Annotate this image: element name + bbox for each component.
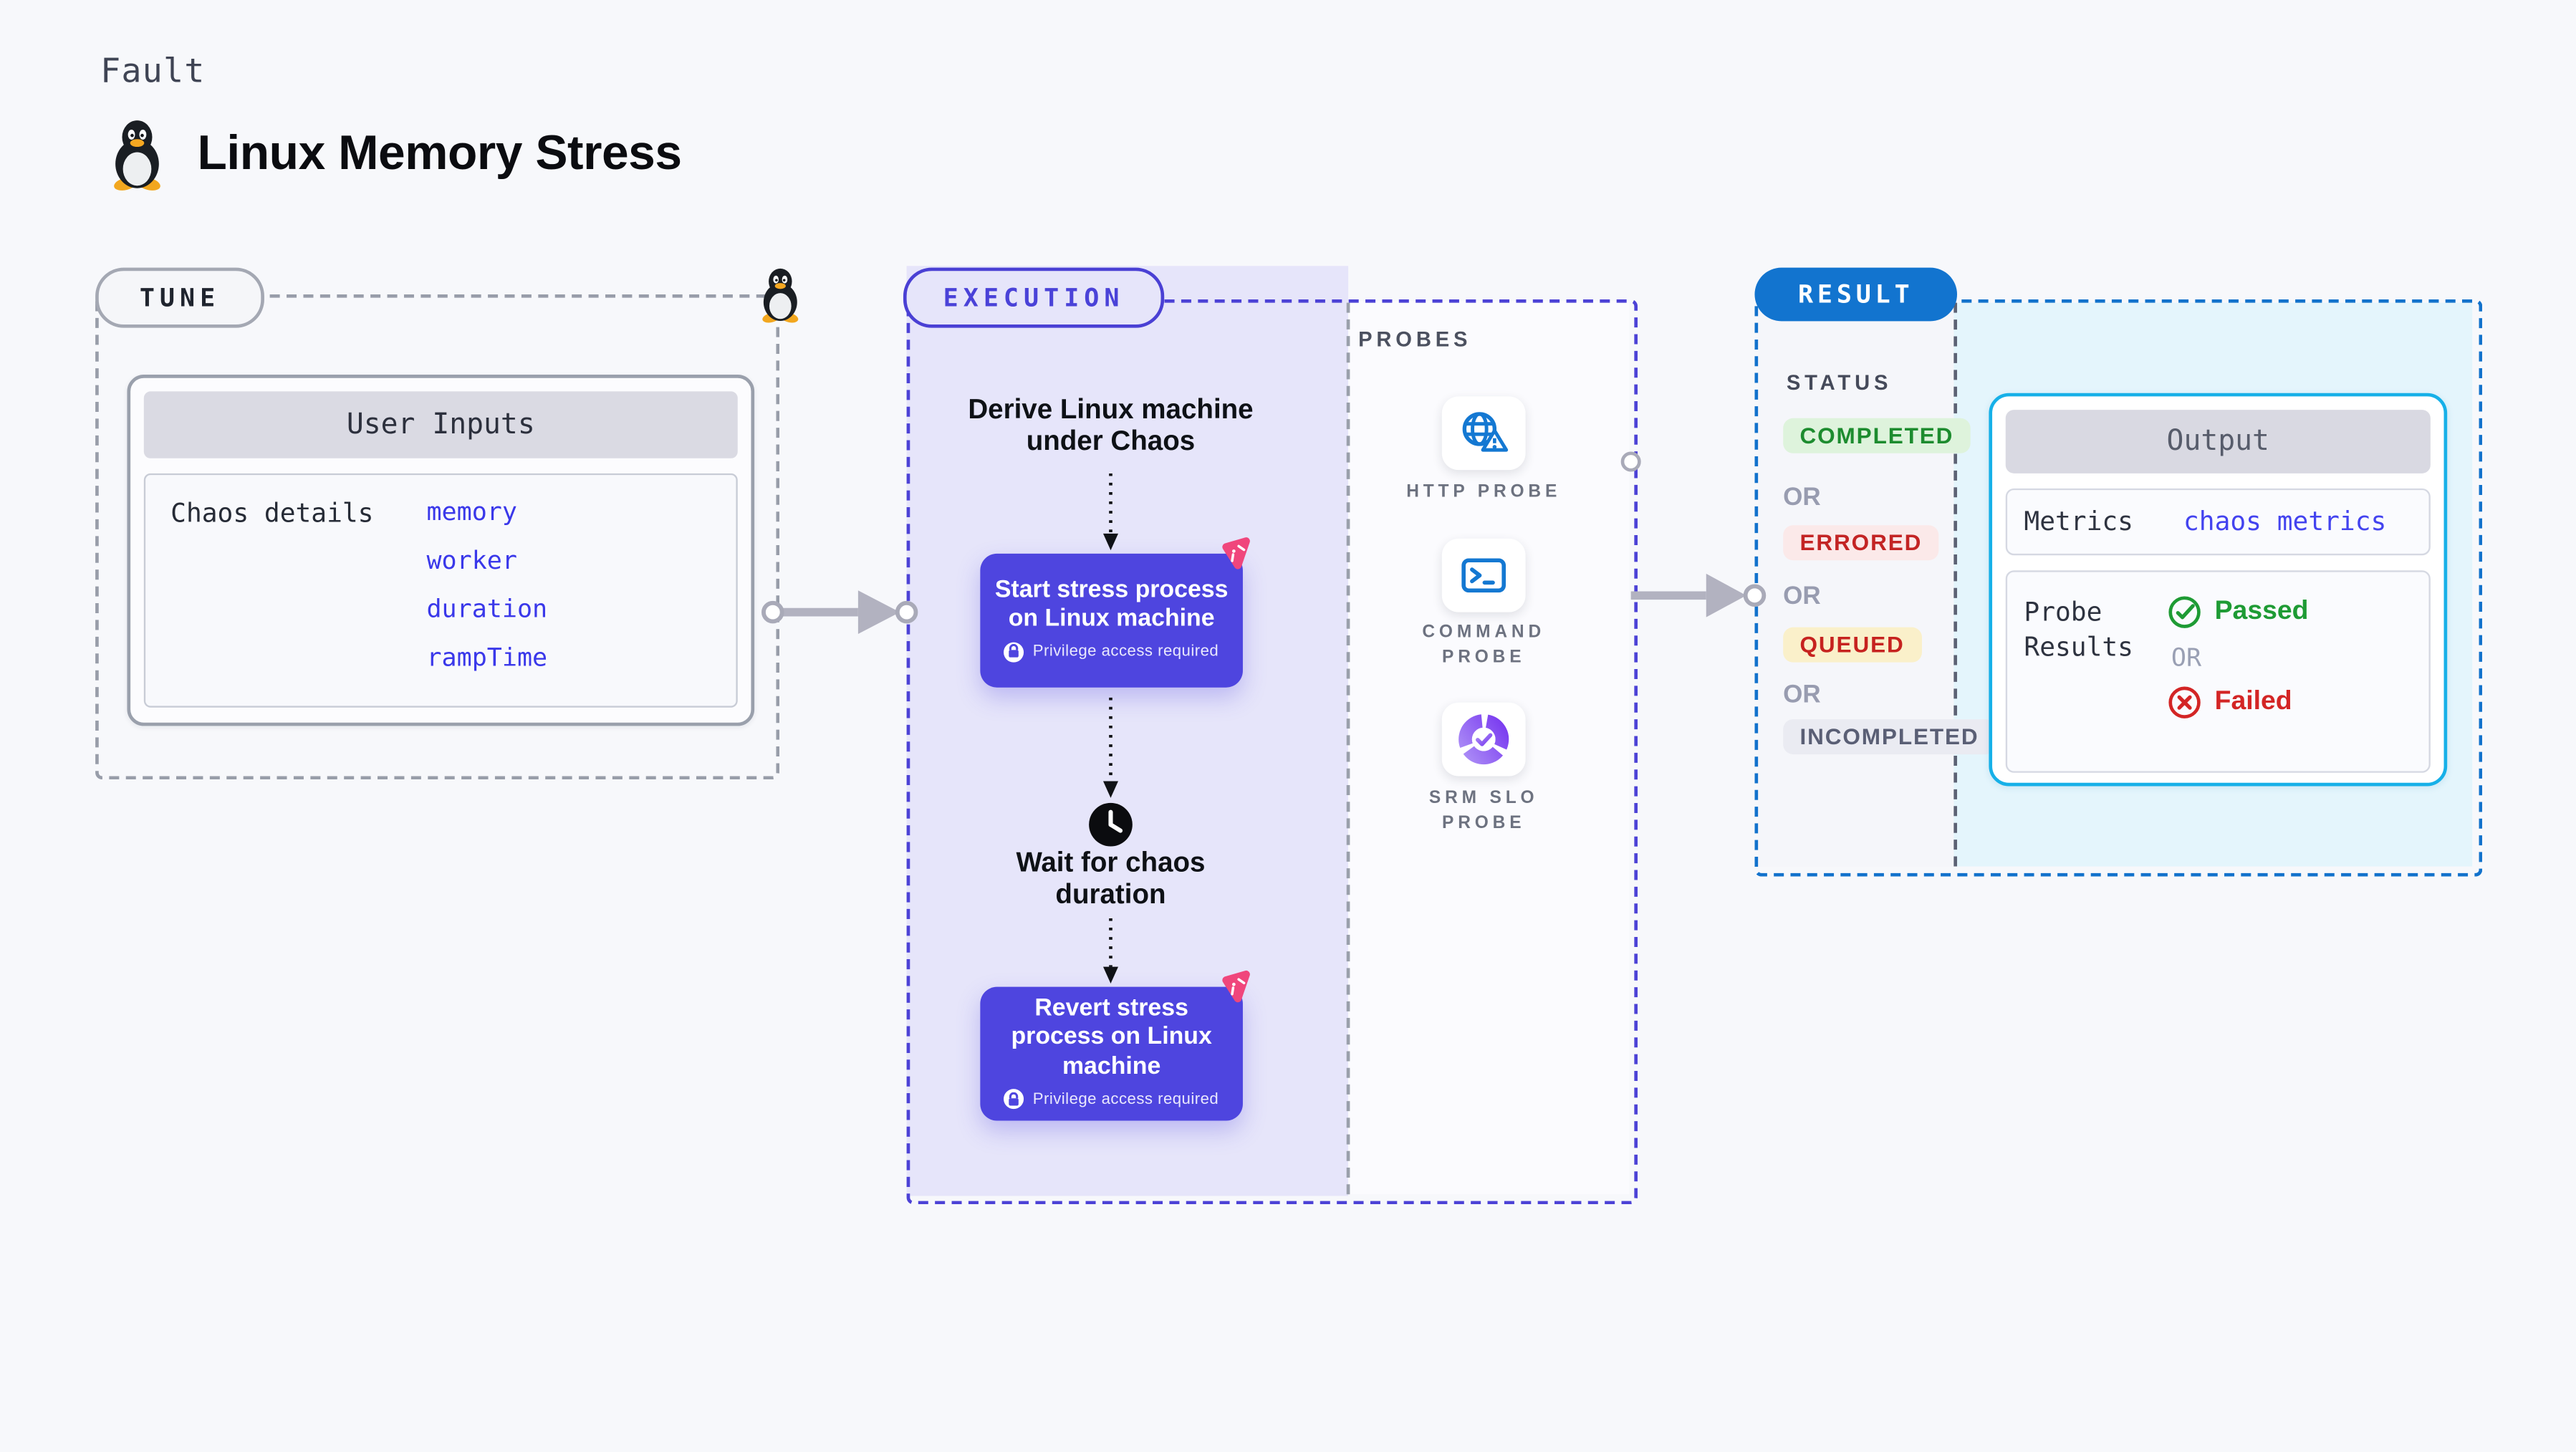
chaos-experiment-icon bbox=[1222, 970, 1250, 1003]
chaos-details-values: memory worker duration rampTime bbox=[426, 499, 547, 671]
output-header: Output bbox=[2005, 410, 2431, 473]
arrow-execution-to-result bbox=[1630, 573, 1767, 617]
user-inputs-body: Chaos details memory worker duration ram… bbox=[143, 473, 738, 708]
status-heading: STATUS bbox=[1786, 371, 1893, 395]
privilege-row: Privilege access required bbox=[1004, 641, 1219, 662]
probe-label-http: HTTP PROBE bbox=[1406, 481, 1562, 502]
passed-label: Passed bbox=[2214, 597, 2309, 626]
step-revert-stress: Revert stress process on Linux machine P… bbox=[980, 986, 1243, 1121]
step-revert-stress-text: Revert stress process on Linux machine bbox=[1011, 994, 1212, 1080]
tux-icon bbox=[762, 268, 799, 323]
metrics-label: Metrics bbox=[2024, 506, 2133, 537]
probe-results-row: Probe Results Passed OR Failed bbox=[2005, 570, 2431, 773]
probes-divider bbox=[1346, 302, 1350, 1195]
x-circle-icon bbox=[2168, 686, 2201, 718]
probe-card-http bbox=[1441, 396, 1526, 471]
arrow-tune-to-execution bbox=[761, 590, 918, 634]
result-divider bbox=[1953, 302, 1958, 867]
tune-section-frame bbox=[95, 294, 780, 780]
input-value-ramptime: rampTime bbox=[426, 642, 548, 673]
lock-icon bbox=[1004, 1089, 1025, 1110]
privilege-text: Privilege access required bbox=[1032, 1090, 1219, 1109]
clock-icon bbox=[1089, 802, 1133, 847]
or-separator: OR bbox=[1783, 681, 1821, 710]
user-inputs-card: User Inputs Chaos details memory worker … bbox=[127, 375, 755, 726]
execution-stage-pill: EXECUTION bbox=[903, 267, 1165, 328]
status-badge-completed: COMPLETED bbox=[1783, 418, 1971, 453]
check-circle-icon bbox=[2168, 596, 2201, 628]
step-wait-text: Wait for chaos duration bbox=[1016, 847, 1206, 910]
step-start-stress: Start stress process on Linux machine Pr… bbox=[980, 553, 1243, 688]
probe-label-srm-slo: SRM SLO PROBE bbox=[1428, 787, 1539, 832]
terminal-icon bbox=[1461, 558, 1506, 593]
probe-card-command bbox=[1441, 538, 1526, 612]
chaos-experiment-icon bbox=[1222, 537, 1250, 569]
probe-results-label: Probe Results bbox=[2024, 597, 2133, 663]
flow-arrow-down-icon bbox=[1102, 473, 1118, 551]
failed-label: Failed bbox=[2214, 687, 2292, 716]
privilege-row: Privilege access required bbox=[1004, 1089, 1219, 1110]
metrics-row: Metrics chaos metrics bbox=[2005, 488, 2431, 556]
tux-linux-icon bbox=[114, 120, 160, 191]
input-value-worker: worker bbox=[426, 545, 517, 576]
output-card: Output Metrics chaos metrics Probe Resul… bbox=[1989, 393, 2448, 787]
srm-slo-donut-icon bbox=[1458, 714, 1509, 765]
probes-heading: PROBES bbox=[1358, 327, 1472, 352]
failed-line: Failed bbox=[2168, 686, 2308, 719]
result-stage-pill: RESULT bbox=[1754, 267, 1958, 322]
metrics-value: chaos metrics bbox=[2183, 506, 2387, 537]
lock-icon bbox=[1004, 641, 1025, 662]
step-start-stress-text: Start stress process on Linux machine bbox=[994, 576, 1229, 633]
input-value-memory: memory bbox=[426, 496, 517, 527]
connector-port bbox=[1620, 451, 1641, 472]
privilege-text: Privilege access required bbox=[1032, 642, 1219, 661]
flow-arrow-down-icon bbox=[1102, 697, 1118, 798]
input-value-duration: duration bbox=[426, 593, 548, 624]
page-title: Linux Memory Stress bbox=[197, 127, 683, 181]
user-inputs-header: User Inputs bbox=[143, 391, 738, 458]
globe-warning-icon bbox=[1462, 412, 1509, 452]
or-separator: OR bbox=[1783, 582, 1821, 611]
status-badge-queued: QUEUED bbox=[1783, 627, 1921, 663]
probe-card-srm-slo bbox=[1441, 702, 1526, 777]
probe-results-values: Passed OR Failed bbox=[2155, 595, 2308, 754]
result-status-fill bbox=[1758, 302, 1954, 867]
chaos-details-label: Chaos details bbox=[170, 498, 374, 529]
execution-section-frame bbox=[906, 299, 1638, 1205]
passed-line: Passed bbox=[2168, 595, 2308, 629]
probe-label-command: COMMAND PROBE bbox=[1422, 622, 1546, 667]
step-derive-text: Derive Linux machine under Chaos bbox=[968, 395, 1254, 457]
or-separator: OR bbox=[1783, 483, 1821, 512]
status-badge-incompleted: INCOMPLETED bbox=[1783, 719, 1996, 755]
tune-stage-pill: TUNE bbox=[95, 267, 264, 328]
fault-kicker: Fault bbox=[100, 50, 206, 91]
status-badge-errored: ERRORED bbox=[1783, 525, 1939, 561]
flow-arrow-down-icon bbox=[1102, 918, 1118, 984]
or-separator: OR bbox=[2171, 642, 2202, 673]
